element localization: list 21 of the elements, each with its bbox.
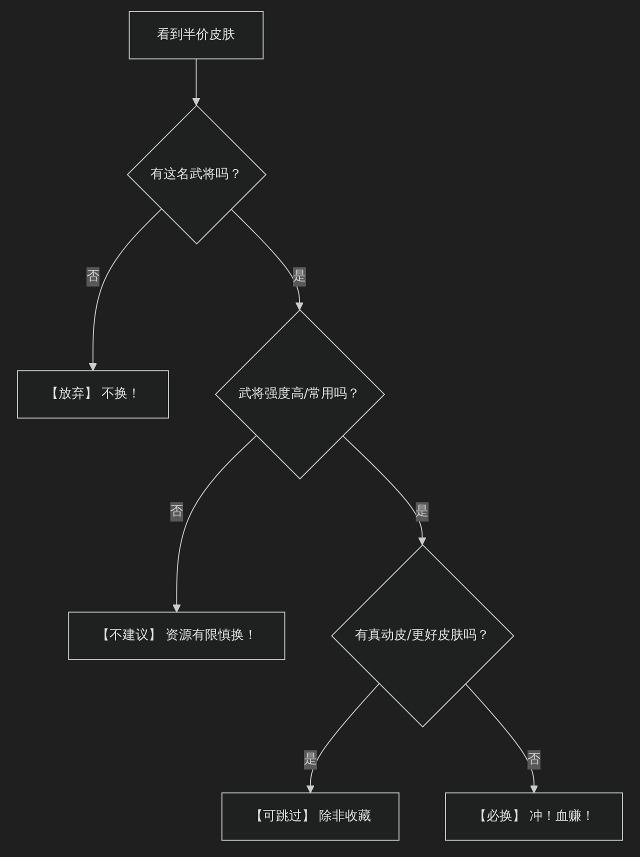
- arrow: [172, 435, 257, 613]
- arrow: [342, 435, 426, 546]
- node-box: 【放弃】 不换！: [16, 370, 169, 419]
- arrow: [464, 683, 538, 794]
- node-diamond: 有真动皮/更好皮肤吗？: [331, 544, 514, 728]
- node-box: 【可跳过】 除非收藏: [221, 792, 400, 841]
- arrow: [88, 208, 162, 372]
- edge-label: 否: [170, 504, 184, 519]
- node-box: 【必换】 冲！血赚！: [445, 792, 624, 841]
- edge-label: 否: [528, 752, 541, 767]
- node-box: 看到半价皮肤: [128, 10, 264, 60]
- node-diamond: 有这名武将吗？: [126, 104, 267, 245]
- arrow: [306, 683, 380, 794]
- node-box: 【不建议】 资源有限慎换！: [68, 612, 286, 660]
- node-diamond: 武将强度高/常用吗？: [214, 309, 386, 480]
- edge-label: 是: [416, 504, 429, 519]
- arrow: [230, 208, 304, 310]
- edge-label: 是: [304, 752, 317, 767]
- edge-label: 是: [292, 268, 306, 284]
- edge-label: 否: [86, 268, 100, 284]
- arrow: [192, 58, 200, 106]
